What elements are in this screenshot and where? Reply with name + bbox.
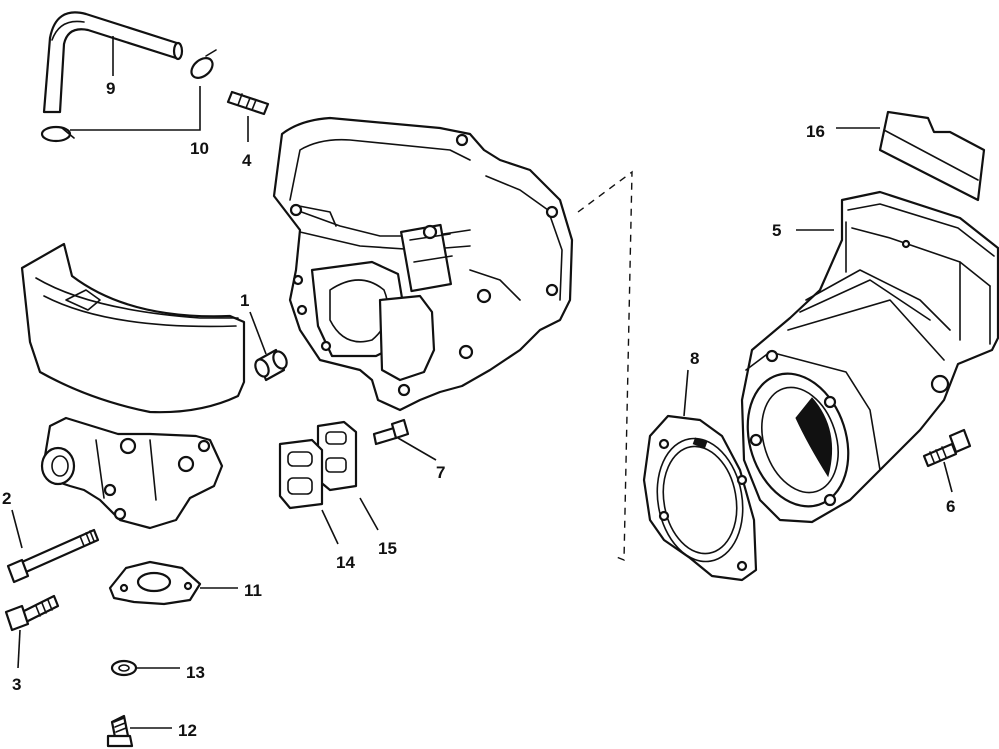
callout-1: 1: [240, 291, 249, 310]
washer-part-13: [110, 659, 138, 677]
stud-part-4: [226, 90, 270, 116]
bushing-part-1: [254, 348, 288, 382]
crankcase-half: [272, 116, 574, 412]
gasket-part-8: [642, 414, 758, 582]
leader-lines: [11, 36, 953, 729]
housing-part-5: [740, 190, 999, 524]
screw-part-7: [372, 418, 410, 446]
flange-part-11: [108, 560, 202, 606]
plate-part-16: [878, 110, 986, 202]
gasket-part-15: [316, 420, 358, 492]
callout-labels: 9 10 4 16 5 1 2 3 11 13 12 7 8 6 14 15: [2, 79, 955, 740]
clamp-part-10: [40, 49, 217, 143]
callout-4: 4: [242, 151, 252, 170]
hose-part-9: [42, 11, 184, 114]
callout-14: 14: [336, 553, 355, 572]
callout-9: 9: [106, 79, 115, 98]
callout-8: 8: [690, 349, 699, 368]
callout-3: 3: [12, 675, 21, 694]
callout-12: 12: [178, 721, 197, 740]
bolt-part-6: [922, 428, 972, 468]
callout-6: 6: [946, 497, 955, 516]
callout-5: 5: [772, 221, 781, 240]
screw-part-12: [106, 714, 134, 748]
callout-13: 13: [186, 663, 205, 682]
bolt-part-3: [4, 594, 60, 632]
gasket-part-14: [278, 438, 324, 510]
callout-7: 7: [436, 463, 445, 482]
callout-2: 2: [2, 489, 11, 508]
left-housing: [20, 242, 246, 530]
callout-16: 16: [806, 122, 825, 141]
callout-11: 11: [244, 581, 262, 600]
alignment-dashed-line: [577, 170, 633, 562]
callout-15: 15: [378, 539, 397, 558]
bolt-part-2: [6, 528, 100, 584]
callout-10: 10: [190, 139, 209, 158]
